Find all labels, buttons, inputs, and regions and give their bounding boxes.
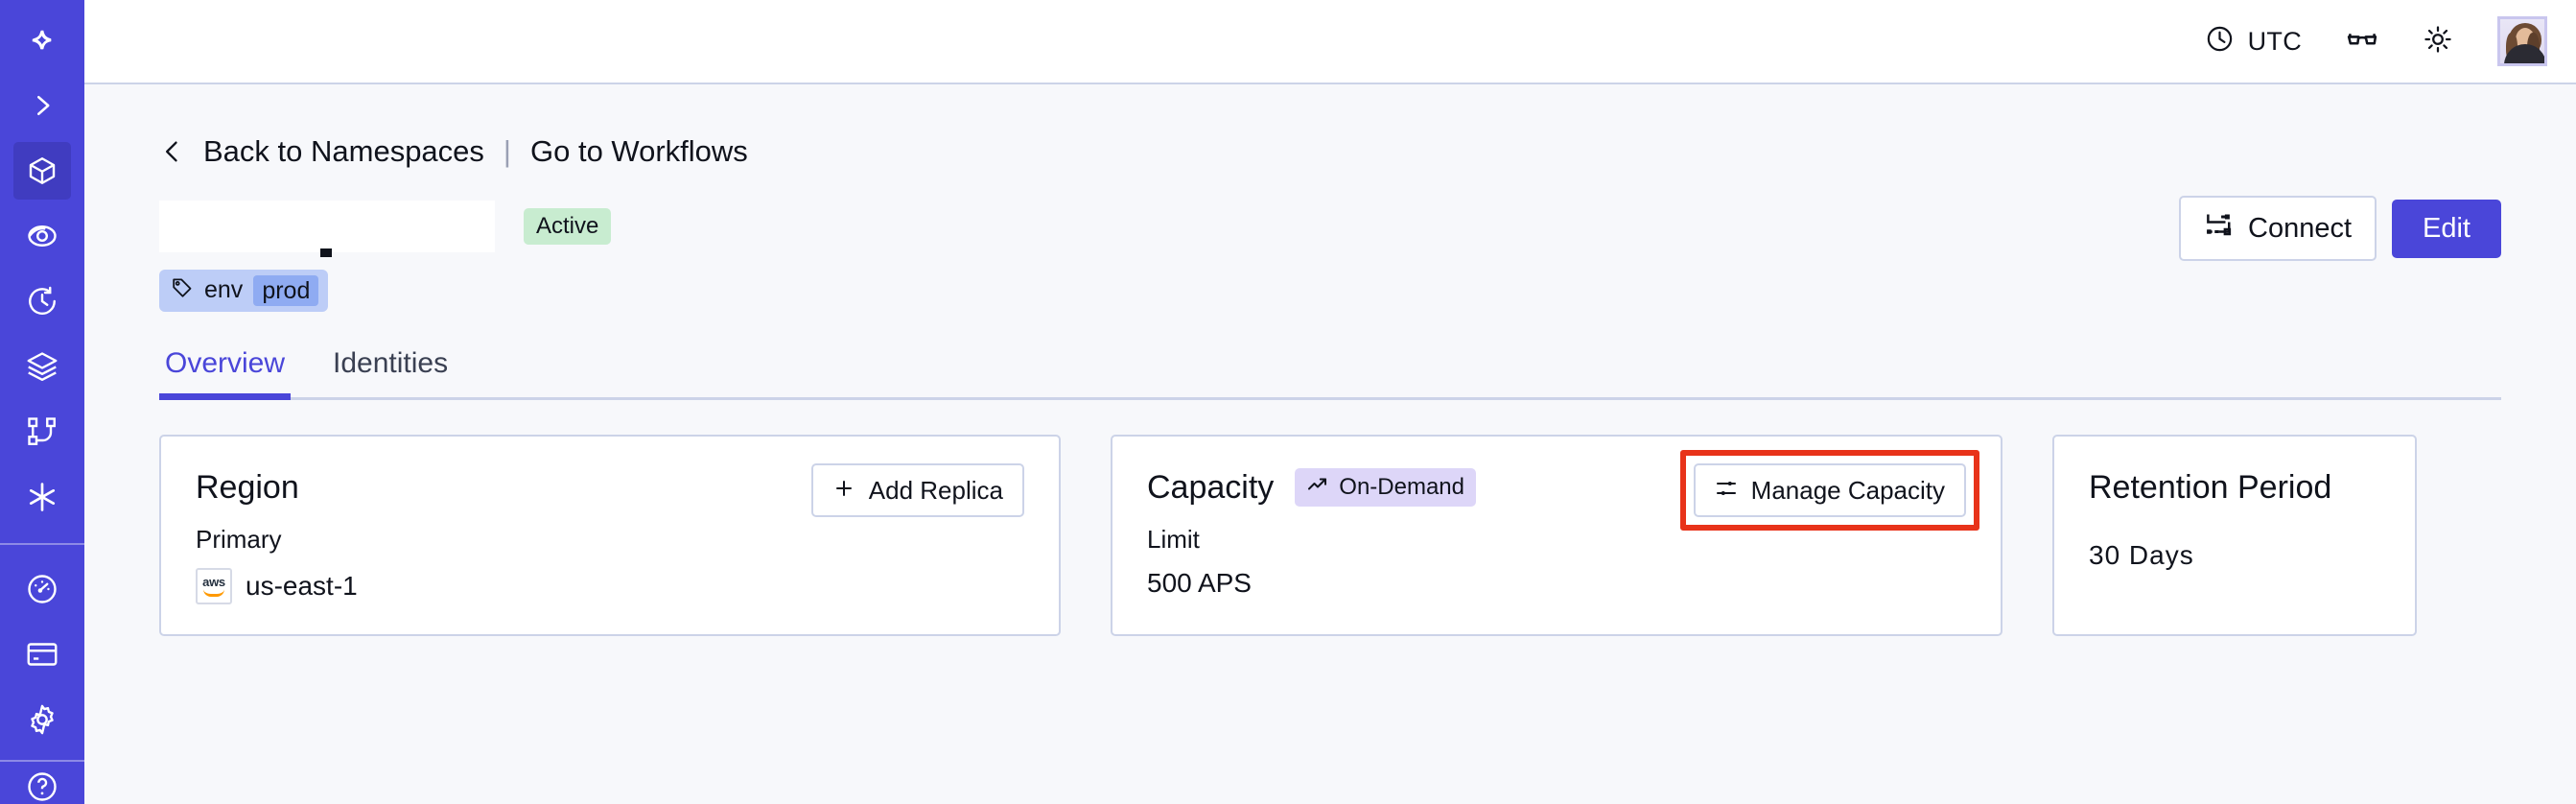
tag-icon	[171, 276, 194, 306]
cube-icon	[25, 154, 59, 188]
aws-logo-text: aws	[202, 575, 225, 589]
retention-card: Retention Period 30 Days	[2052, 435, 2417, 636]
theme-toggle-button[interactable]	[2423, 24, 2453, 59]
capacity-card-action: Manage Capacity	[1679, 450, 1979, 531]
capacity-mode-label: On-Demand	[1339, 474, 1465, 501]
title-row: Active	[159, 196, 2501, 261]
sidebar	[0, 0, 84, 804]
connect-workflow-icon	[2204, 211, 2233, 246]
region-value: us-east-1	[246, 571, 358, 601]
chevron-right-icon	[28, 91, 57, 120]
timezone-label: UTC	[2247, 26, 2302, 56]
region-card-head: Region	[196, 465, 1024, 509]
region-primary-label: Primary	[196, 525, 282, 554]
edit-button-label: Edit	[2423, 212, 2471, 244]
avatar-body	[2504, 44, 2544, 63]
tab-identities-label: Identities	[333, 347, 449, 379]
region-card-title: Region	[196, 468, 299, 506]
breadcrumb-separator: |	[503, 134, 511, 168]
tab-overview-label: Overview	[165, 347, 286, 379]
capacity-card-head: Capacity On-Demand	[1147, 465, 1966, 509]
sidebar-item-observability[interactable]	[13, 207, 71, 265]
aws-logo-smile	[203, 589, 224, 597]
title-actions: Connect Edit	[2179, 196, 2501, 261]
connect-button-label: Connect	[2248, 212, 2353, 244]
tags-row: env prod	[159, 269, 2501, 313]
sidebar-item-expand[interactable]	[13, 77, 71, 134]
cards-row: Region Add Replica Primary aws	[159, 435, 2501, 636]
main-area: UTC	[84, 0, 2576, 804]
title-redaction-mark	[320, 248, 332, 257]
sidebar-item-schedules[interactable]	[13, 272, 71, 330]
eye-icon	[25, 219, 59, 253]
add-replica-button[interactable]: Add Replica	[810, 463, 1024, 517]
manage-capacity-button[interactable]: Manage Capacity	[1693, 463, 1966, 517]
timezone-selector[interactable]: UTC	[2205, 24, 2302, 59]
retention-card-title: Retention Period	[2089, 468, 2332, 506]
asterisk-icon	[24, 479, 60, 515]
avatar[interactable]	[2497, 16, 2547, 66]
sidebar-item-namespaces[interactable]	[13, 142, 71, 200]
gear-icon	[25, 702, 59, 737]
tag-chip-env[interactable]: env prod	[159, 269, 329, 313]
reading-mode-button[interactable]	[2346, 23, 2378, 60]
capacity-mode-badge: On-Demand	[1295, 467, 1477, 508]
capacity-limit-label: Limit	[1147, 525, 1200, 554]
capacity-card: Capacity On-Demand	[1111, 435, 2002, 636]
sidebar-item-workflows[interactable]	[13, 403, 71, 461]
tab-identities[interactable]: Identities	[327, 347, 454, 397]
layers-icon	[25, 349, 59, 384]
chevron-left-icon[interactable]	[159, 134, 186, 169]
content-area: Back to Namespaces | Go to Workflows Act…	[84, 84, 2576, 804]
sidebar-item-billing[interactable]	[13, 626, 71, 683]
help-circle-icon	[25, 762, 59, 804]
manage-capacity-label: Manage Capacity	[1750, 476, 1945, 505]
breadcrumb-workflows-link[interactable]: Go to Workflows	[529, 134, 748, 168]
page-title-redacted	[159, 201, 495, 257]
retention-value: 30 Days	[2089, 540, 2194, 570]
aws-logo: aws	[196, 568, 232, 604]
retention-card-head: Retention Period	[2089, 465, 2380, 509]
clock-arrow-icon	[25, 284, 59, 319]
add-replica-label: Add Replica	[868, 476, 1003, 505]
credit-card-icon	[25, 637, 59, 672]
breadcrumb-back-link[interactable]: Back to Namespaces	[203, 134, 484, 168]
sidebar-item-settings[interactable]	[13, 691, 71, 748]
edit-button[interactable]: Edit	[2392, 199, 2501, 258]
plus-icon	[832, 477, 855, 504]
capacity-limit-value: 500 APS	[1147, 568, 1252, 598]
sidebar-item-usage[interactable]	[13, 560, 71, 618]
sliders-icon	[1715, 477, 1738, 504]
tag-value: prod	[253, 274, 319, 307]
sidebar-item-help[interactable]	[25, 762, 59, 804]
sidebar-item-nexus[interactable]	[13, 468, 71, 526]
glasses-icon	[2346, 23, 2378, 60]
gauge-icon	[25, 572, 59, 606]
tag-key: env	[204, 276, 244, 304]
sidebar-item-logo[interactable]	[13, 12, 71, 69]
sparkle-logo-icon	[23, 21, 61, 59]
region-card: Region Add Replica Primary aws	[159, 435, 1061, 636]
top-bar: UTC	[84, 0, 2576, 84]
sidebar-bottom-divider	[0, 760, 84, 762]
tab-bar: Overview Identities	[159, 347, 2501, 400]
region-card-action: Add Replica	[810, 463, 1024, 517]
trending-up-icon	[1306, 473, 1329, 503]
clock-icon	[2205, 24, 2235, 59]
region-value-row: aws us-east-1	[196, 568, 1024, 604]
tab-overview[interactable]: Overview	[159, 347, 292, 400]
sidebar-item-layers[interactable]	[13, 338, 71, 395]
sun-icon	[2423, 24, 2453, 59]
connect-button[interactable]: Connect	[2179, 196, 2377, 261]
sidebar-divider	[0, 543, 84, 545]
capacity-card-title: Capacity	[1147, 468, 1275, 506]
node-graph-icon	[25, 414, 59, 449]
status-badge: Active	[524, 208, 612, 245]
breadcrumb: Back to Namespaces | Go to Workflows	[159, 130, 2501, 173]
